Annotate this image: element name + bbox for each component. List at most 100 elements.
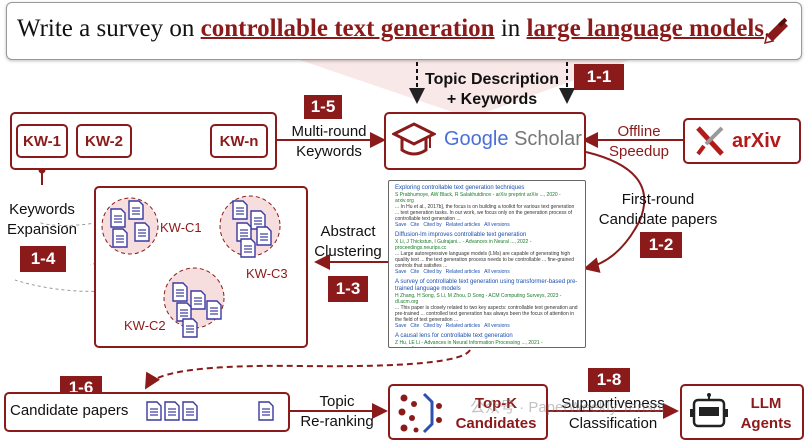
llm-agents-label: LLM Agents bbox=[734, 394, 798, 434]
result-title[interactable]: A survey of controllable text generation… bbox=[395, 279, 578, 292]
scholar-word: Scholar bbox=[514, 128, 582, 150]
multiround-keywords-label: Multi-round Keywords bbox=[274, 122, 384, 162]
document-icon bbox=[182, 401, 198, 421]
keywords-expansion-label: Keywords Expansion bbox=[0, 200, 84, 240]
document-icon bbox=[236, 222, 252, 242]
result-link[interactable]: Cited by bbox=[423, 323, 442, 329]
support-line2: Classification bbox=[568, 415, 658, 432]
llm-line1: LLM bbox=[750, 395, 782, 412]
document-icon bbox=[172, 282, 188, 302]
badge-1-8: 1-8 bbox=[588, 368, 630, 392]
document-icon bbox=[112, 228, 128, 248]
result-link[interactable]: All versions bbox=[484, 269, 510, 275]
arxiv-wordmark: arXiv bbox=[732, 130, 781, 152]
offline-speedup-label: Offline Speedup bbox=[596, 122, 682, 162]
arxiv-box bbox=[683, 118, 801, 164]
clustering-line2: Clustering bbox=[314, 243, 382, 260]
abstract-clustering-label: Abstract Clustering bbox=[306, 222, 390, 262]
topk-funnel-icon bbox=[398, 392, 442, 434]
expansion-line1: Keywords bbox=[9, 201, 75, 218]
result-meta: S Prabhumoye, AW Black, R Salakhutdinov … bbox=[395, 192, 561, 204]
topic-label-line2: + Keywords bbox=[446, 91, 538, 108]
document-icon bbox=[250, 210, 266, 230]
badge-1-5: 1-5 bbox=[304, 95, 342, 119]
result-snippet: ... This paper is closely related to two… bbox=[395, 305, 578, 323]
result-link[interactable]: Related articles bbox=[445, 323, 481, 329]
result-link[interactable]: All versions bbox=[484, 222, 510, 228]
result-title[interactable]: Diffusion-lm improves controllable text … bbox=[395, 232, 527, 238]
result-link[interactable]: Save bbox=[395, 323, 407, 329]
search-result: A survey of controllable text generation… bbox=[395, 279, 579, 329]
result-link[interactable]: Related articles bbox=[445, 222, 481, 228]
result-meta: X Li, J Thickstun, I Gulrajani... - Adva… bbox=[395, 239, 532, 251]
badge-1-3: 1-3 bbox=[328, 276, 368, 302]
topic-label-line1: Topic Description bbox=[425, 71, 559, 88]
topk-line1: Top-K bbox=[474, 395, 518, 412]
rerank-line2: Re-ranking bbox=[300, 413, 374, 430]
document-icon bbox=[182, 318, 198, 338]
topic-reranking-label: Topic Re-ranking bbox=[290, 392, 384, 432]
result-link[interactable]: All versions bbox=[484, 323, 510, 329]
cluster-c2-label: KW-C2 bbox=[124, 318, 166, 333]
document-icon bbox=[256, 226, 272, 246]
badge-1-2: 1-2 bbox=[640, 232, 682, 258]
result-link[interactable]: Cite bbox=[410, 323, 420, 329]
search-result: A causal lens for controllable text gene… bbox=[395, 333, 579, 347]
offline-line1: Offline bbox=[617, 123, 661, 140]
document-icon bbox=[134, 222, 150, 242]
document-icon bbox=[240, 238, 256, 258]
result-link[interactable]: Cite bbox=[410, 222, 420, 228]
document-icon bbox=[128, 200, 144, 220]
result-snippet: ... In Hu et al., 2017b], the focus is o… bbox=[395, 204, 575, 222]
result-link[interactable]: Save bbox=[395, 222, 407, 228]
first-round-label: First-round Candidate papers bbox=[590, 190, 726, 230]
result-link[interactable]: Save bbox=[395, 269, 407, 275]
result-title[interactable]: Exploring controllable text generation t… bbox=[395, 185, 525, 191]
result-link[interactable]: Cite bbox=[410, 269, 420, 275]
clustering-line1: Abstract bbox=[320, 223, 376, 240]
badge-1-4: 1-4 bbox=[20, 246, 66, 272]
result-link[interactable]: Cited by bbox=[423, 269, 442, 275]
candidate-arrow bbox=[144, 349, 471, 390]
scholar-cap-icon bbox=[392, 122, 436, 156]
pencil-icon bbox=[763, 17, 788, 45]
arxiv-logo-icon bbox=[696, 126, 724, 156]
document-icon bbox=[176, 302, 192, 322]
keyword-kw-2: KW-2 bbox=[76, 124, 132, 158]
result-link[interactable]: Related articles bbox=[445, 269, 481, 275]
topk-line2: Candidates bbox=[455, 415, 537, 432]
cluster-c1-label: KW-C1 bbox=[160, 220, 202, 235]
search-result: Exploring controllable text generation t… bbox=[395, 185, 579, 228]
prompt-topic: controllable text generation bbox=[200, 15, 495, 42]
supportiveness-label: Supportiveness Classification bbox=[548, 394, 678, 434]
result-title[interactable]: A causal lens for controllable text gene… bbox=[395, 333, 513, 339]
support-line1: Supportiveness bbox=[561, 395, 665, 412]
result-meta: Z Hu, LE Li - Advances in Neural Informa… bbox=[395, 340, 543, 347]
document-icon bbox=[146, 401, 162, 421]
document-icon bbox=[232, 200, 248, 220]
prompt-prefix: Write a survey on bbox=[17, 15, 201, 42]
google-word: Google bbox=[444, 128, 509, 150]
prompt-middle: in bbox=[494, 15, 527, 42]
search-results-panel: Exploring controllable text generation t… bbox=[388, 180, 586, 348]
llm-line2: Agents bbox=[740, 415, 792, 432]
first-round-line1: First-round bbox=[621, 191, 695, 208]
prompt-domain: large language models bbox=[526, 15, 765, 42]
document-icon bbox=[206, 300, 222, 320]
prompt-box: Write a survey on controllable text gene… bbox=[6, 2, 802, 60]
prompt-suffix: . bbox=[764, 15, 771, 42]
cluster-c3-label: KW-C3 bbox=[246, 266, 288, 281]
result-link[interactable]: Cited by bbox=[423, 222, 442, 228]
document-icon bbox=[258, 401, 274, 421]
result-list: Exploring controllable text generation t… bbox=[395, 185, 579, 347]
robot-icon bbox=[690, 393, 728, 428]
result-meta: H Zhang, H Song, S Li, M Zhou, D Song - … bbox=[395, 293, 562, 305]
expansion-line2: Expansion bbox=[6, 221, 78, 238]
topic-funnel bbox=[300, 60, 630, 118]
result-snippet: ... Large autoregressive language models… bbox=[395, 251, 574, 269]
multiround-line1: Multi-round bbox=[291, 123, 367, 140]
topic-description-label: Topic Description + Keywords bbox=[420, 70, 564, 110]
